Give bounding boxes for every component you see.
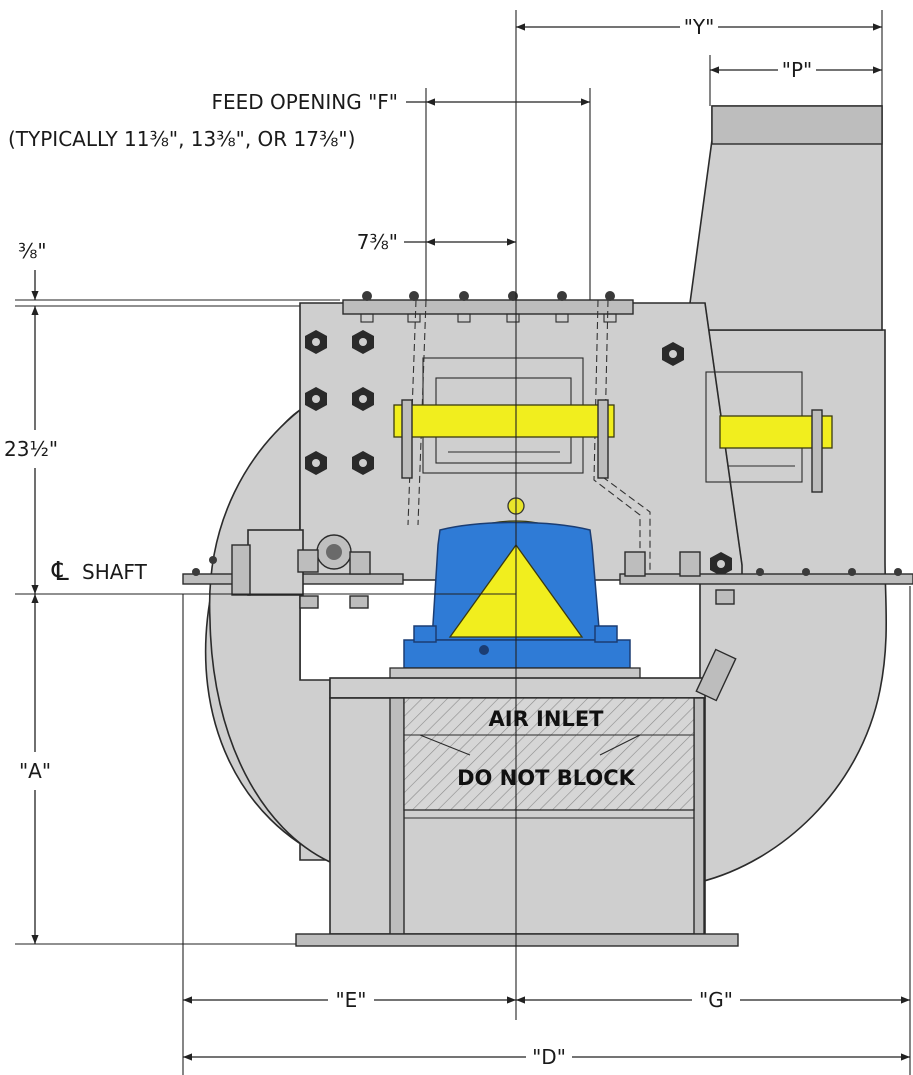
- fan-housing: [204, 105, 888, 884]
- yellow-guard: [393, 399, 833, 493]
- dim-a-label: "A": [19, 759, 51, 783]
- base-stand: [295, 648, 739, 947]
- dim-y-label: "Y": [684, 15, 715, 39]
- dim-seven-three-eighths-label: 7⅜": [357, 230, 398, 254]
- hex-bolts: [305, 291, 732, 576]
- dim-twenty-three-half-label: 23½": [4, 437, 58, 461]
- dim-d-label: "D": [532, 1045, 566, 1069]
- dimension-lines: [31, 23, 910, 1061]
- top-flange: [342, 299, 634, 315]
- dim-e-label: "E": [335, 988, 366, 1012]
- shaft-label: SHAFT: [82, 560, 148, 584]
- extension-lines: [15, 10, 911, 1075]
- centerline-symbol: ℄: [51, 557, 69, 587]
- feed-opening-typical-label: (TYPICALLY 11⅜", 13⅜", OR 17⅜"): [8, 127, 355, 151]
- dim-p-label: "P": [782, 58, 812, 82]
- bearing-housing: [389, 497, 641, 681]
- dim-three-eighths-label: ⅜": [18, 239, 47, 263]
- air-inlet-hatch: [403, 697, 695, 811]
- feed-opening-label: FEED OPENING "F": [211, 90, 398, 114]
- air-inlet-label: AIR INLET: [489, 707, 605, 731]
- do-not-block-label: DO NOT BLOCK: [457, 766, 636, 790]
- dim-g-label: "G": [699, 988, 733, 1012]
- shaft-rail: [182, 529, 913, 609]
